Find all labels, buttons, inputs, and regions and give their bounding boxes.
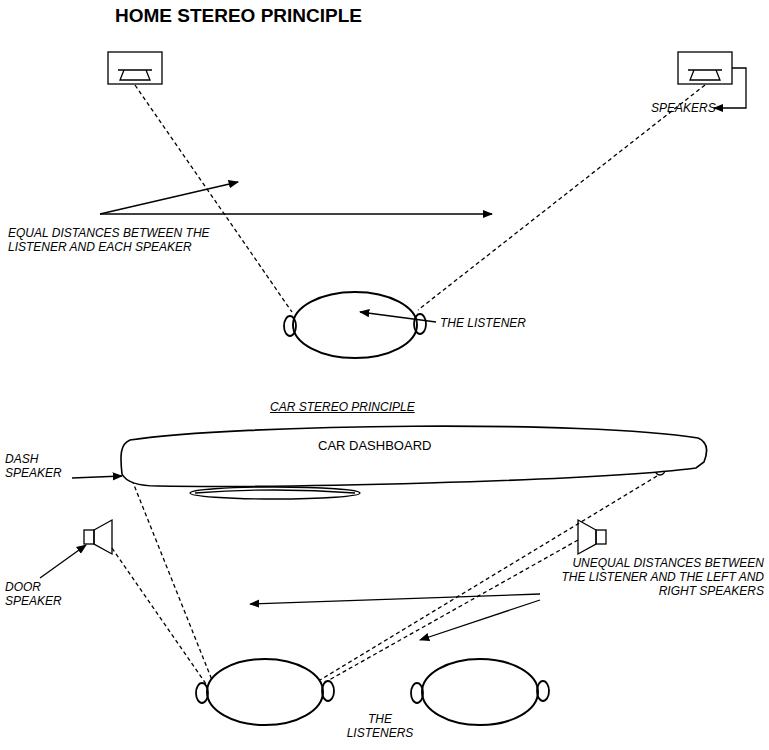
dashboard-shape: CAR DASHBOARD [118, 416, 710, 492]
leader-line [72, 476, 122, 478]
leader-line [360, 312, 436, 322]
label: THE LISTENERS [340, 712, 420, 740]
label: DOOR SPEAKER [5, 580, 77, 608]
leader-line [420, 600, 540, 640]
label: SPEAKERS [651, 101, 716, 115]
dashboard-outline [118, 416, 710, 492]
dash-vent [195, 490, 355, 493]
title: HOME STEREO PRINCIPLE [115, 5, 362, 27]
speaker-box [108, 52, 162, 84]
dash-vent [190, 487, 360, 499]
node-text: CAR DASHBOARD [118, 416, 710, 453]
leader-line [714, 68, 746, 108]
door-speaker [578, 520, 606, 554]
door-speaker [84, 520, 112, 554]
leader-line [250, 594, 540, 604]
sound-path [135, 85, 705, 312]
label: UNEQUAL DISTANCES BETWEEN THE LISTENER A… [548, 556, 764, 598]
label: THE LISTENER [440, 316, 526, 330]
listener-head [411, 659, 549, 725]
listener-head [196, 659, 334, 725]
speaker-box [678, 52, 732, 84]
label: CAR STEREO PRINCIPLE [270, 400, 415, 414]
leader-line [100, 182, 238, 214]
leader-line [100, 213, 492, 214]
listener-head [284, 292, 426, 358]
leader-line [40, 545, 86, 578]
label: EQUAL DISTANCES BETWEEN THE LISTENER AND… [8, 226, 213, 254]
label: DASH SPEAKER [5, 452, 71, 480]
